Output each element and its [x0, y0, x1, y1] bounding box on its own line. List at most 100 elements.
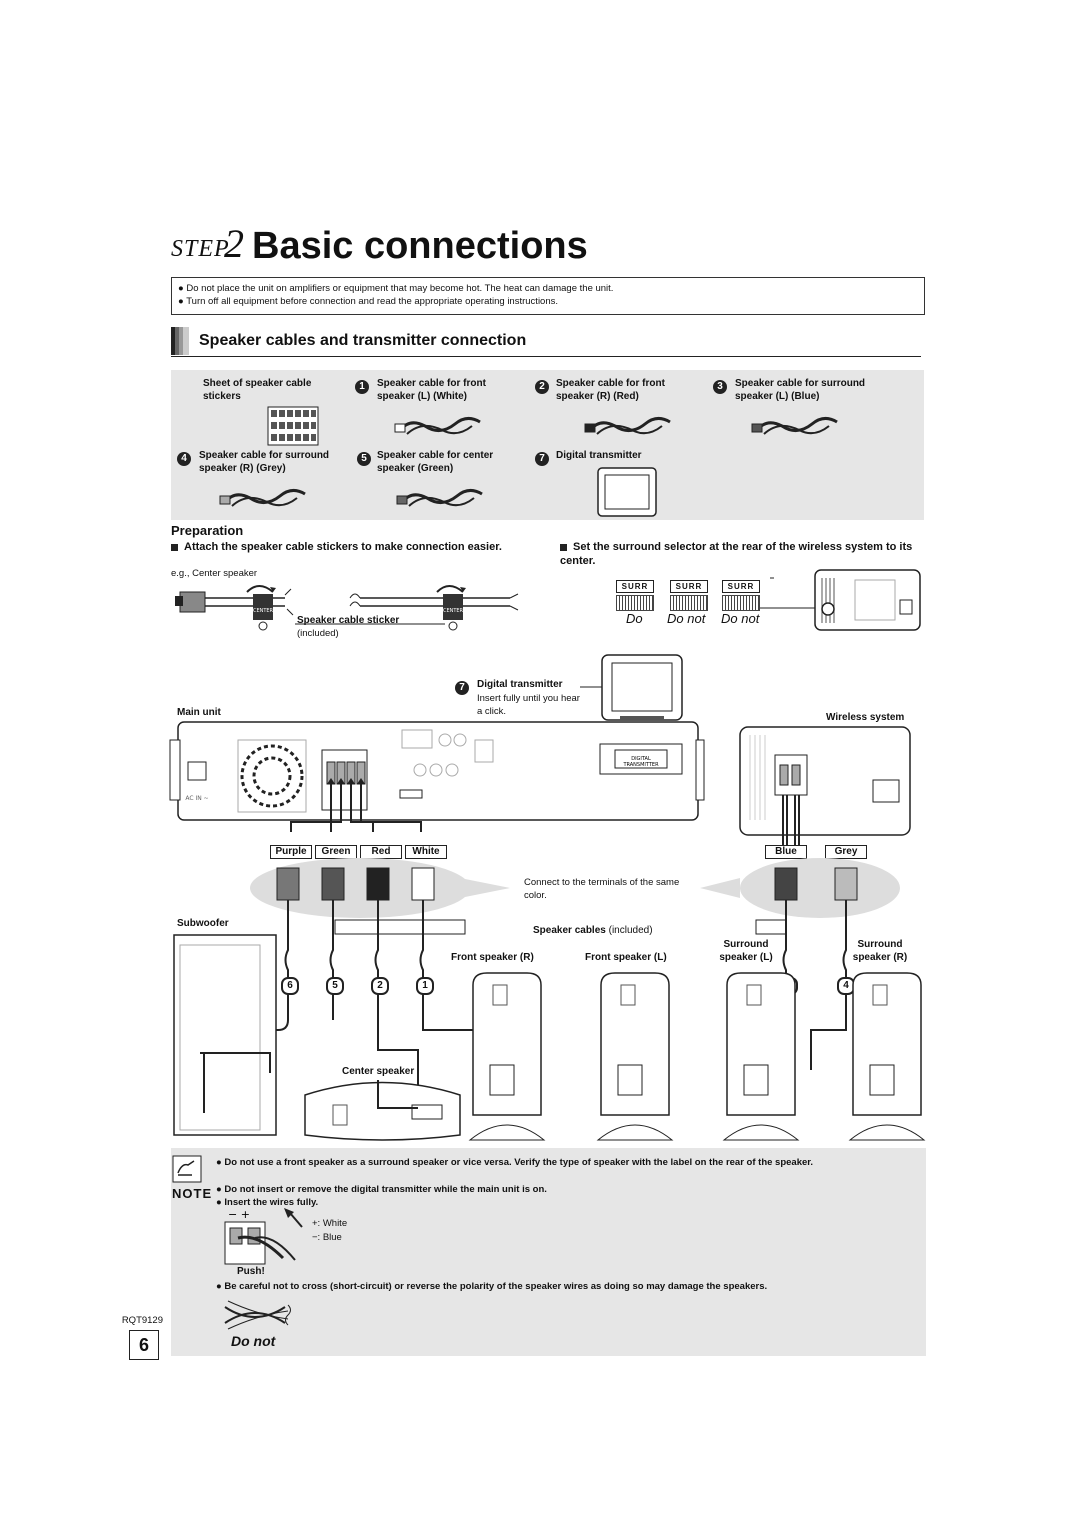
prep-step-b-text: Set the surround selector at the rear of…	[560, 541, 913, 567]
step-word: STEP	[171, 236, 230, 262]
note-hand-icon	[172, 1155, 202, 1183]
color-red-label: Red	[360, 845, 402, 859]
speaker-cable-icon	[396, 489, 483, 507]
color-green-label: Green	[315, 845, 357, 859]
transmitter-note: Insert fully until you hear a click.	[477, 693, 580, 717]
svg-text:DIGITAL: DIGITAL	[631, 756, 651, 762]
push-label: Push!	[237, 1266, 265, 1277]
main-unit-rear-icon: AC IN ~ DIGITAL TRANSMITTER	[169, 721, 705, 832]
speaker-cable-icon	[219, 489, 306, 507]
wireless-system-rear-icon	[739, 726, 911, 850]
stickers-label: Sheet of speaker cable stickers	[203, 378, 312, 402]
page-number: 6	[129, 1330, 159, 1360]
bullet-icon	[171, 543, 178, 551]
accessory-2-label: Speaker cable for front speaker (R) (Red…	[556, 378, 665, 402]
note-item: ● Do not use a front speaker as a surrou…	[216, 1157, 814, 1168]
donot-label: Do not	[721, 611, 760, 626]
note-item-text: Do not use a front speaker as a surround…	[224, 1157, 814, 1168]
surround-l-label: Surround speaker (L)	[719, 939, 773, 963]
section-title: Speaker cables and transmitter connectio…	[199, 332, 527, 349]
svg-text:AC IN ~: AC IN ~	[185, 795, 208, 802]
accessory-4-label: Speaker cable for surround speaker (R) (…	[199, 450, 330, 474]
donot-label: Do not	[667, 611, 706, 626]
surr-label: SURR	[722, 580, 760, 593]
speaker-cables-note: (included)	[608, 925, 653, 936]
num-7-badge: 7	[535, 452, 549, 466]
surround-switch-center	[616, 595, 654, 611]
note-item-text: Insert the wires fully.	[224, 1197, 319, 1208]
wire-num-1: 1	[416, 975, 434, 995]
prep-step-a-text: Attach the speaker cable stickers to mak…	[184, 541, 502, 553]
accessory-7: 7	[535, 448, 549, 466]
divider	[171, 356, 921, 357]
sticker-sheet-icon	[267, 406, 319, 446]
wireless-system-label: Wireless system	[826, 712, 905, 723]
speaker-cable-icon	[394, 417, 481, 435]
num-1-badge: 1	[416, 977, 434, 995]
section-bar-icon	[171, 327, 189, 355]
minus-blue: −: Blue	[312, 1232, 342, 1243]
speakers-icon	[468, 972, 926, 1141]
transmitter-label: Digital transmitter	[477, 679, 563, 690]
note-item: ● Do not insert or remove the digital tr…	[216, 1184, 547, 1195]
num-2-badge: 2	[371, 977, 389, 995]
caution-text: Be careful not to cross (short-circuit) …	[224, 1281, 768, 1292]
step-number: 2	[224, 221, 244, 266]
wire-num-5: 5	[326, 975, 344, 995]
warning-text: Turn off all equipment before connection…	[186, 296, 559, 307]
wireless-rear-icon	[760, 569, 921, 631]
surr-label: SURR	[616, 580, 654, 593]
num-6-badge: 6	[281, 977, 299, 995]
surr-label: SURR	[670, 580, 708, 593]
speaker-cables-label: Speaker cables	[533, 925, 606, 936]
svg-text:− +: − +	[228, 1208, 250, 1221]
subwoofer-label: Subwoofer	[177, 918, 229, 929]
accessory-3-label: Speaker cable for surround speaker (L) (…	[735, 378, 866, 402]
svg-text:TRANSMITTER: TRANSMITTER	[622, 762, 659, 768]
speaker-cable-icon	[751, 417, 838, 435]
sticker-attach-diagram: CENTER CENTER	[175, 585, 519, 631]
warning-box: ● Do not place the unit on amplifiers or…	[171, 277, 925, 315]
wire-num-6: 6	[281, 975, 299, 995]
bullet-icon	[560, 543, 567, 551]
front-r-label: Front speaker (R)	[451, 952, 534, 963]
center-speaker-label: Center speaker	[342, 1066, 415, 1077]
accessory-3: 3	[713, 376, 727, 394]
caution-item: ● Be careful not to cross (short-circuit…	[216, 1281, 768, 1292]
digital-transmitter-icon	[597, 467, 657, 517]
color-blue-label: Blue	[765, 845, 807, 859]
note-item-text: Do not insert or remove the digital tran…	[224, 1184, 547, 1195]
transmitter-num: 7	[455, 677, 469, 695]
accessory-4: 4	[177, 448, 191, 466]
accessory-1-label: Speaker cable for front speaker (L) (Whi…	[377, 378, 486, 402]
document-code: RQT9129	[121, 1315, 163, 1326]
accessory-1: 1	[355, 376, 369, 394]
center-speaker-icon	[304, 1080, 461, 1141]
num-4-badge: 4	[177, 452, 191, 466]
num-5-badge: 5	[326, 977, 344, 995]
prep-step-a: Attach the speaker cable stickers to mak…	[171, 540, 541, 554]
svg-text:CENTER: CENTER	[443, 608, 464, 614]
prep-step-b: Set the surround selector at the rear of…	[560, 540, 920, 568]
speaker-cables-caption: Speaker cables (included)	[533, 925, 653, 936]
wire-insert-icon: − +	[224, 1208, 303, 1265]
sticker-label: Speaker cable sticker	[297, 615, 400, 626]
preparation-title: Preparation	[171, 523, 244, 538]
crossed-wires-icon	[224, 1300, 291, 1330]
accessory-5-label: Speaker cable for center speaker (Green)	[377, 450, 494, 474]
color-purple-label: Purple	[270, 845, 312, 859]
warning-text: Do not place the unit on amplifiers or e…	[186, 283, 614, 294]
warning-item: ● Do not place the unit on amplifiers or…	[178, 283, 614, 294]
color-white-label: White	[405, 845, 447, 859]
subwoofer-icon	[173, 934, 277, 1136]
num-5-badge: 5	[357, 452, 371, 466]
surround-r-label: Surround speaker (R)	[852, 939, 908, 963]
front-l-label: Front speaker (L)	[585, 952, 667, 963]
num-1-badge: 1	[355, 380, 369, 394]
surround-switch-left	[670, 595, 708, 611]
surround-switch-right	[722, 595, 760, 611]
num-2-badge: 2	[535, 380, 549, 394]
connect-note: Connect to the terminals of the same col…	[524, 877, 680, 901]
accessory-5: 5	[357, 448, 371, 466]
accessory-2: 2	[535, 376, 549, 394]
